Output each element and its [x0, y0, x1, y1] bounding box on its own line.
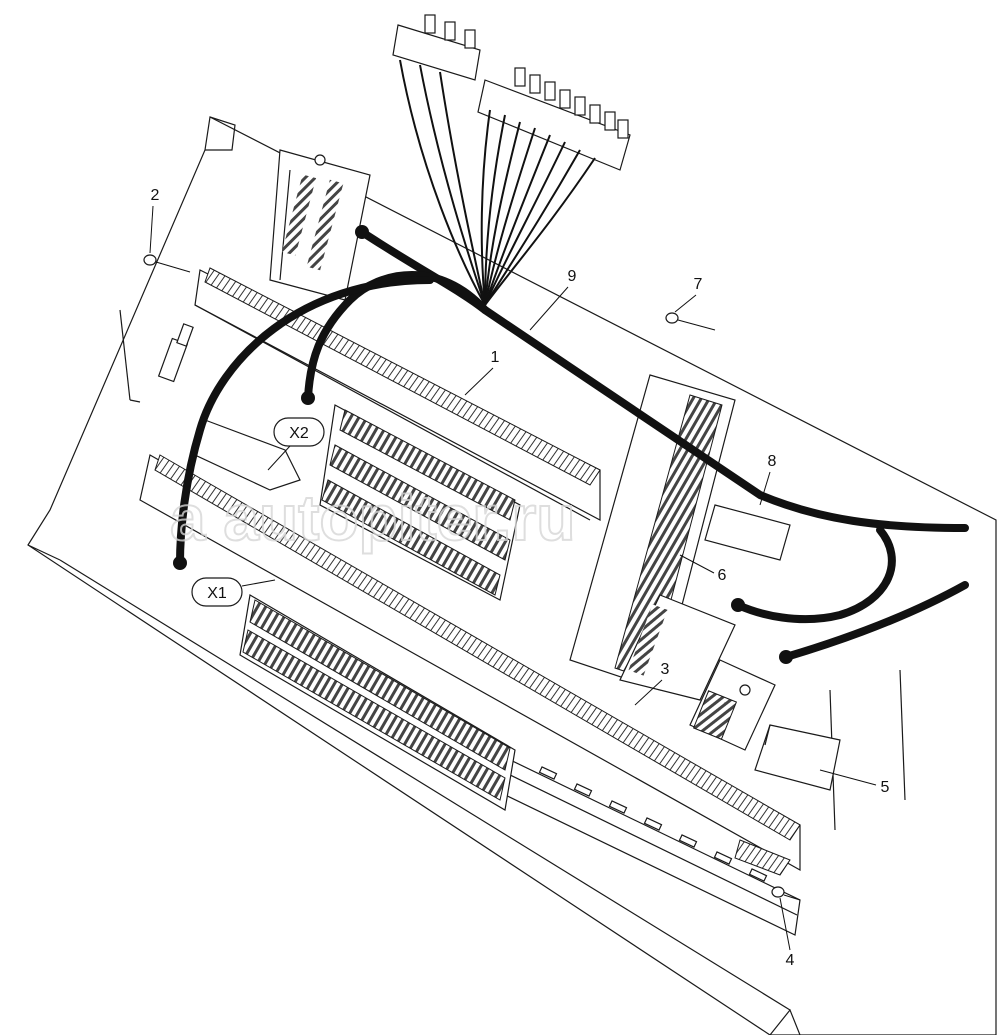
top-terminal-strip: [269, 149, 371, 301]
svg-text:7: 7: [694, 276, 703, 293]
relay-socket: [689, 659, 776, 751]
connector-label-x1: X1: [191, 577, 276, 607]
plug-connector-large: [477, 67, 631, 171]
terminal-block-x2: [319, 404, 521, 601]
din-rail: [494, 754, 801, 936]
svg-text:4: 4: [786, 952, 795, 969]
svg-text:X1: X1: [207, 585, 227, 602]
cable-harness-9: [173, 225, 969, 664]
cable-duct-upper: [194, 267, 601, 521]
screw-4: [771, 886, 801, 901]
screw-7: [665, 312, 716, 331]
callout-5: 5: [819, 769, 890, 796]
svg-text:1: 1: [491, 349, 500, 366]
callout-4: 4: [779, 897, 795, 969]
callout-2: 2: [149, 187, 160, 254]
svg-text:X2: X2: [289, 425, 309, 442]
svg-text:3: 3: [661, 661, 670, 678]
callout-8: 8: [759, 453, 777, 506]
relay-5: [754, 724, 841, 791]
fuse-holder: [157, 323, 194, 383]
screw-2: [143, 254, 191, 273]
component-8: [704, 504, 791, 561]
svg-text:2: 2: [151, 187, 160, 204]
cable-duct-lower: [139, 454, 801, 876]
svg-text:a autopiter.ru: a autopiter.ru: [170, 482, 575, 554]
callout-1: 1: [464, 349, 500, 396]
callout-9: 9: [529, 268, 577, 331]
svg-text:8: 8: [768, 453, 777, 470]
terminal-block-x1: [239, 594, 516, 811]
svg-text:6: 6: [718, 567, 727, 584]
callout-3: 3: [634, 661, 670, 706]
relay-module-3: [619, 594, 736, 701]
din-rail-slots: [538, 766, 768, 882]
wire-fanout: [399, 59, 596, 306]
callout-6: 6: [679, 554, 727, 584]
connector-label-x2: X2: [267, 417, 325, 471]
svg-text:5: 5: [881, 779, 890, 796]
mounting-plate: [27, 116, 997, 1035]
plug-connector-small: [392, 14, 481, 81]
svg-text:9: 9: [568, 268, 577, 285]
callout-7: 7: [674, 276, 703, 313]
watermark: a autopiter.ru: [169, 481, 576, 555]
